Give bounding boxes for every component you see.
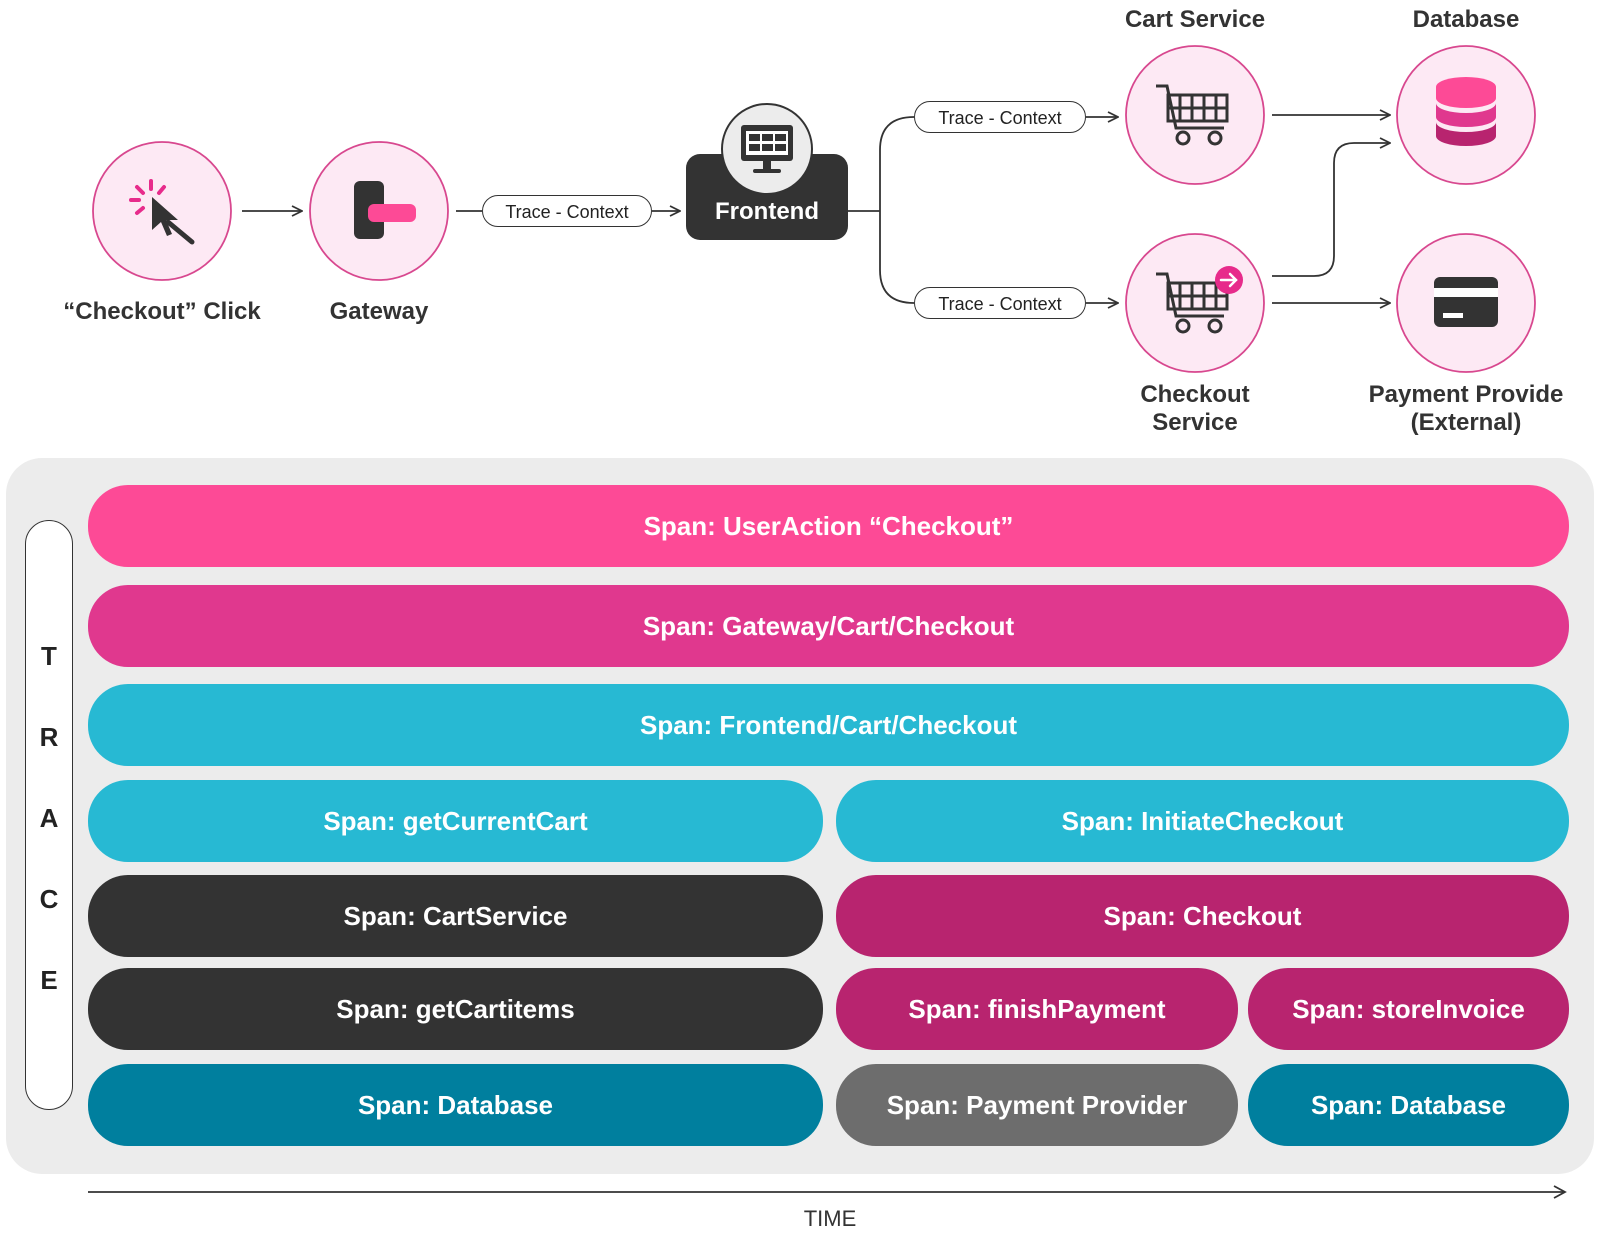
span-database-left: Span: Database: [88, 1064, 823, 1146]
label-checkout-service-line2: Service: [1152, 409, 1238, 436]
span-store-invoice: Span: storeInvoice: [1248, 968, 1569, 1050]
trace-context-pill-checkout: Trace - Context: [914, 287, 1086, 319]
database-icon: [1436, 77, 1496, 146]
node-payment-provider: [1396, 233, 1536, 373]
label-cart-service: Cart Service: [1124, 6, 1266, 33]
label-checkout-service-line1: Checkout: [1140, 381, 1250, 408]
arrow-checkout-to-database: [1272, 143, 1390, 277]
node-frontend: Frontend: [686, 154, 848, 240]
node-checkout-click: [92, 141, 232, 281]
trace-letter-c: C: [39, 884, 59, 914]
node-checkout-service: [1125, 233, 1265, 373]
trace-context-pill-gateway: Trace - Context: [482, 195, 652, 227]
span-get-cart-items: Span: getCartitems: [88, 968, 823, 1050]
span-initiate-checkout: Span: InitiateCheckout: [836, 780, 1569, 862]
span-payment-provider: Span: Payment Provider: [836, 1064, 1238, 1146]
trace-label: T R A C E: [26, 641, 72, 1046]
cart-checkout-icon: [1156, 266, 1243, 334]
label-checkout-click: “Checkout” Click: [63, 298, 261, 325]
label-payment-provider-line1: Payment Provide: [1368, 381, 1564, 408]
label-gateway: Gateway: [329, 298, 429, 325]
shopping-cart-icon: [1156, 84, 1229, 146]
branch-frontend-split: [848, 116, 915, 304]
trace-label-box: T R A C E: [25, 520, 73, 1110]
span-cart-service: Span: CartService: [88, 875, 823, 957]
trace-letter-r: R: [39, 722, 59, 752]
node-cart-service: [1125, 45, 1265, 185]
span-user-action: Span: UserAction “Checkout”: [88, 485, 1569, 567]
label-payment-provider: Payment Provide (External): [1346, 381, 1586, 437]
label-database: Database: [1412, 6, 1520, 33]
frontend-label: Frontend: [715, 198, 819, 225]
node-database: [1396, 45, 1536, 185]
span-get-current-cart: Span: getCurrentCart: [88, 780, 823, 862]
cursor-click-icon: [129, 179, 195, 245]
trace-context-pill-cart: Trace - Context: [914, 101, 1086, 133]
span-finish-payment: Span: finishPayment: [836, 968, 1238, 1050]
span-gateway: Span: Gateway/Cart/Checkout: [88, 585, 1569, 667]
time-axis-arrow: [88, 1185, 1567, 1199]
span-database-right: Span: Database: [1248, 1064, 1569, 1146]
trace-letter-a: A: [39, 803, 59, 833]
span-checkout: Span: Checkout: [836, 875, 1569, 957]
credit-card-icon: [1434, 277, 1498, 327]
trace-letter-t: T: [41, 641, 57, 671]
monitor-icon: [721, 103, 813, 195]
trace-letter-e: E: [40, 965, 58, 995]
service-flow-diagram: [92, 45, 1536, 373]
span-frontend: Span: Frontend/Cart/Checkout: [88, 684, 1569, 766]
node-gateway: [309, 141, 449, 281]
time-axis-label: TIME: [803, 1206, 857, 1231]
label-payment-provider-line2: (External): [1410, 409, 1522, 436]
label-checkout-service: Checkout Service: [1100, 381, 1290, 437]
gateway-icon: [354, 181, 416, 239]
